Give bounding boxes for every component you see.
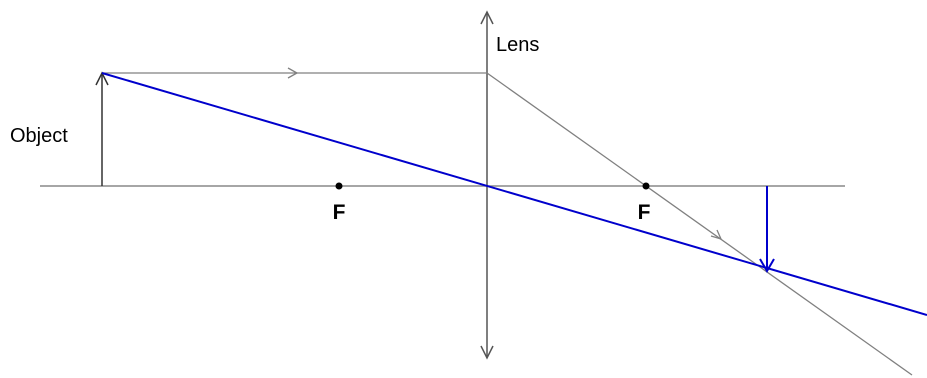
focal-point-left — [335, 182, 343, 190]
image-arrow — [759, 186, 775, 273]
object-label: Object — [10, 125, 68, 147]
lens-label: Lens — [496, 34, 539, 56]
parallel-ray-direction-arrowhead — [287, 67, 299, 79]
lens-bottom-arrowhead — [480, 345, 494, 360]
refracted-ray — [486, 72, 913, 376]
focal-label-left: F — [333, 201, 346, 224]
object-arrow — [95, 71, 109, 186]
focal-label-right: F — [638, 201, 651, 224]
lens-top-arrowhead — [480, 10, 494, 25]
image-arrowhead — [759, 258, 775, 273]
central-ray — [101, 72, 927, 316]
focal-point-right — [642, 182, 650, 190]
refracted-ray-direction-arrowhead — [710, 229, 723, 241]
parallel-ray — [102, 67, 913, 376]
